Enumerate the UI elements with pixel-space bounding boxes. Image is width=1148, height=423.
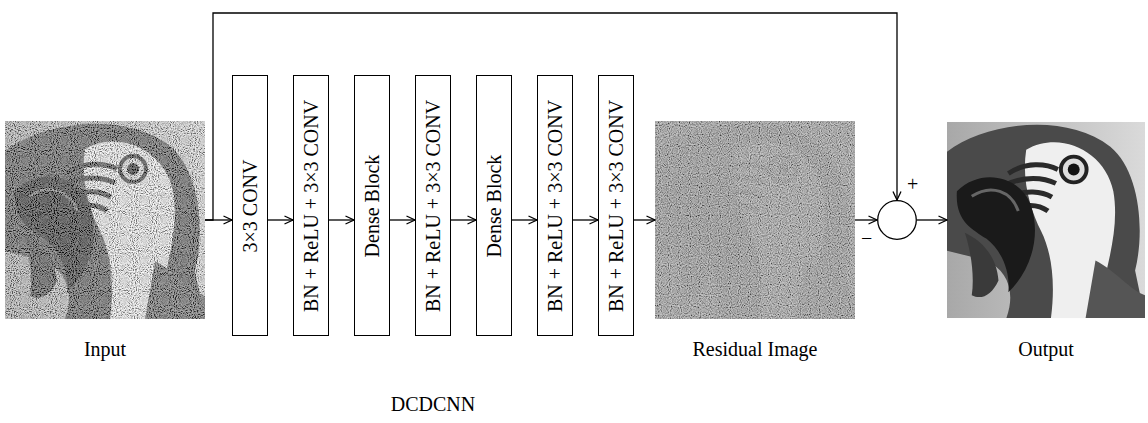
arrow-connector — [329, 219, 354, 220]
layer-box: 3×3 CONV — [232, 75, 268, 336]
circle-outline — [877, 200, 917, 240]
layer-label: Dense Block — [360, 154, 384, 257]
layer-box: Dense Block — [354, 75, 390, 336]
image-frame: Residual Image — [655, 121, 855, 319]
layer-box: BN + ReLU + 3×3 CONV — [537, 75, 573, 336]
arrow-connector — [451, 219, 476, 220]
image-frame: Output — [947, 121, 1145, 319]
arrow-connector — [268, 219, 293, 220]
layer-label: Dense Block — [482, 154, 506, 257]
layer-box: BN + ReLU + 3×3 CONV — [598, 75, 634, 336]
layer-label: BN + ReLU + 3×3 CONV — [299, 99, 323, 311]
layer-box: BN + ReLU + 3×3 CONV — [415, 75, 451, 336]
arrow-connector — [390, 219, 415, 220]
network-name: DCDCNN — [391, 392, 475, 416]
layer-label: BN + ReLU + 3×3 CONV — [421, 99, 445, 311]
noise-overlay — [5, 121, 205, 319]
noise-overlay — [655, 121, 855, 319]
layer-box: Dense Block — [476, 75, 512, 336]
sign-label: + — [907, 172, 918, 196]
input-image — [5, 121, 205, 319]
image-caption: Input — [5, 337, 205, 361]
image-caption: Output — [947, 337, 1145, 361]
sum-symbol — [878, 201, 917, 240]
image-caption: Residual Image — [655, 337, 855, 361]
arrow-connector — [634, 219, 655, 220]
image-frame: Input — [5, 121, 205, 319]
parrot-photo — [5, 121, 205, 319]
sum-circle: +− — [877, 200, 917, 240]
arrow-connector — [512, 219, 537, 220]
layer-label: BN + ReLU + 3×3 CONV — [543, 99, 567, 311]
arrow-connector — [855, 219, 877, 220]
layer-label: 3×3 CONV — [238, 159, 262, 252]
arrow-connector — [917, 219, 947, 220]
parrot-ghost — [655, 121, 855, 319]
layer-box: BN + ReLU + 3×3 CONV — [293, 75, 329, 336]
output-image — [947, 122, 1145, 318]
sign-label: − — [861, 226, 872, 250]
residual-image — [655, 121, 855, 319]
residual-ground — [655, 121, 855, 319]
arrow-connector — [573, 219, 598, 220]
layer-label: BN + ReLU + 3×3 CONV — [604, 99, 628, 311]
parrot-photo — [947, 122, 1145, 318]
